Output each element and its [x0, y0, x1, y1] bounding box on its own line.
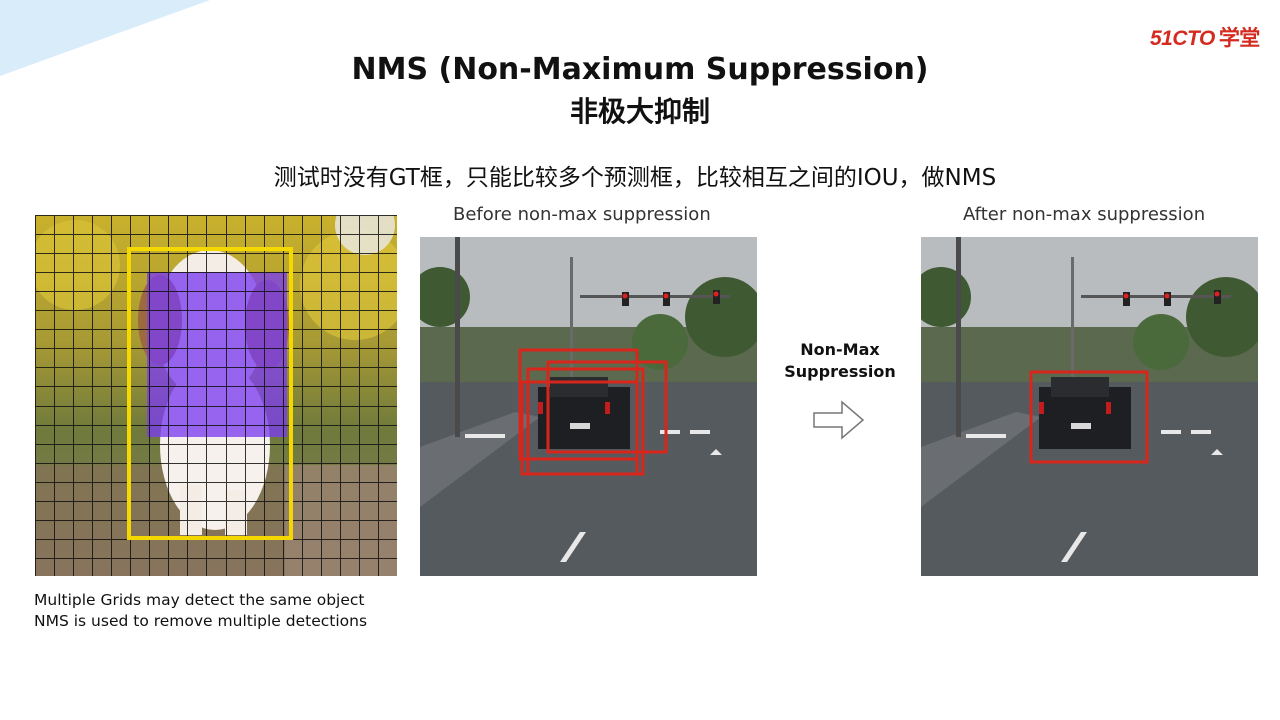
page-title-chinese: 非极大抑制: [569, 95, 710, 128]
after-nms-image: [921, 237, 1258, 576]
arrow-label: Non-Max Suppression: [775, 339, 905, 383]
caption-before: Before non-max suppression: [453, 204, 711, 225]
logo-brand: 51CTO: [1150, 27, 1215, 50]
note-line1: Multiple Grids may detect the same objec…: [34, 591, 365, 609]
arrow-label-line1: Non-Max: [800, 340, 880, 359]
before-nms-image: [420, 237, 757, 576]
caption-after: After non-max suppression: [963, 204, 1206, 225]
corner-decoration: [0, 0, 210, 76]
right-arrow-icon: [813, 400, 865, 440]
page-title: NMS (Non-Maximum Suppression): [351, 52, 929, 87]
logo-suffix: 学堂: [1218, 26, 1261, 50]
note-line2: NMS is used to remove multiple detection…: [34, 612, 368, 630]
arrow-label-line2: Suppression: [784, 362, 896, 381]
dog-grid-image: [35, 215, 397, 576]
page-subtitle: 测试时没有GT框，只能比较多个预测框，比较相互之间的IOU，做NMS: [273, 165, 997, 191]
